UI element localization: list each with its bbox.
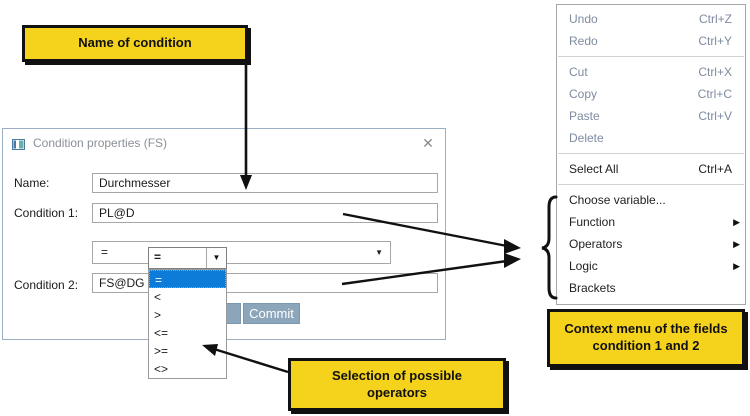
menu-item-copy[interactable]: Copy Ctrl+C: [569, 87, 732, 101]
menu-item-operators[interactable]: Operators ▶: [569, 237, 740, 251]
operator-combobox-wide[interactable]: = ▼: [92, 241, 391, 264]
submenu-arrow-icon: ▶: [733, 216, 740, 227]
close-icon[interactable]: ✕: [422, 135, 434, 151]
operator-dropdown-list: = < > <= >= <>: [148, 269, 227, 379]
operator-combobox-small-value: =: [154, 250, 162, 264]
menu-item-brackets[interactable]: Brackets: [569, 281, 616, 295]
menu-item-choose-variable[interactable]: Choose variable...: [569, 193, 666, 207]
operator-combobox-dropdown-button[interactable]: ▼: [206, 248, 226, 268]
condition1-label: Condition 1:: [14, 206, 79, 220]
menu-item-logic[interactable]: Logic ▶: [569, 259, 740, 273]
dropdown-arrow-icon: ▼: [212, 253, 221, 262]
condition2-label: Condition 2:: [14, 278, 79, 292]
context-menu: Undo Ctrl+Z Redo Ctrl+Y Cut Ctrl+X Copy …: [556, 4, 746, 305]
callout-selection-of-operators: Selection of possible operators: [288, 358, 506, 411]
menu-separator: [558, 184, 744, 185]
menu-item-select-all[interactable]: Select All Ctrl+A: [569, 162, 732, 176]
window-icon: [12, 137, 25, 150]
dropdown-option-equals[interactable]: =: [149, 270, 226, 288]
dropdown-option-less-equal[interactable]: <=: [154, 326, 169, 340]
operator-combobox-wide-value: =: [101, 245, 109, 259]
callout-name-of-condition-text: Name of condition: [78, 35, 192, 51]
operator-combobox-small[interactable]: = ▼: [148, 247, 227, 269]
condition2-input[interactable]: [92, 273, 438, 293]
curly-brace: [541, 195, 558, 300]
name-label: Name:: [14, 176, 50, 190]
dropdown-arrow-icon: ▼: [375, 248, 383, 257]
submenu-arrow-icon: ▶: [733, 260, 740, 271]
menu-item-paste[interactable]: Paste Ctrl+V: [569, 109, 732, 123]
dropdown-option-not-equal[interactable]: <>: [154, 362, 169, 376]
menu-separator: [558, 153, 744, 154]
menu-item-undo[interactable]: Undo Ctrl+Z: [569, 12, 732, 26]
condition1-input[interactable]: [92, 203, 438, 223]
menu-item-function[interactable]: Function ▶: [569, 215, 740, 229]
commit-button[interactable]: Commit: [243, 303, 300, 324]
menu-item-delete[interactable]: Delete: [569, 131, 604, 145]
menu-item-redo[interactable]: Redo Ctrl+Y: [569, 34, 732, 48]
dialog-title: Condition properties (FS): [33, 136, 168, 150]
dropdown-option-less[interactable]: <: [154, 290, 162, 304]
menu-separator: [558, 56, 744, 57]
dropdown-option-greater[interactable]: >: [154, 308, 162, 322]
name-input[interactable]: [92, 173, 438, 193]
dropdown-option-greater-equal[interactable]: >=: [154, 344, 169, 358]
dialog-titlebar: Condition properties (FS) ✕: [3, 129, 445, 157]
submenu-arrow-icon: ▶: [733, 238, 740, 249]
callout-name-of-condition: Name of condition: [22, 25, 248, 62]
callout-context-menu: Context menu of the fields condition 1 a…: [547, 309, 745, 367]
menu-item-cut[interactable]: Cut Ctrl+X: [569, 65, 732, 79]
